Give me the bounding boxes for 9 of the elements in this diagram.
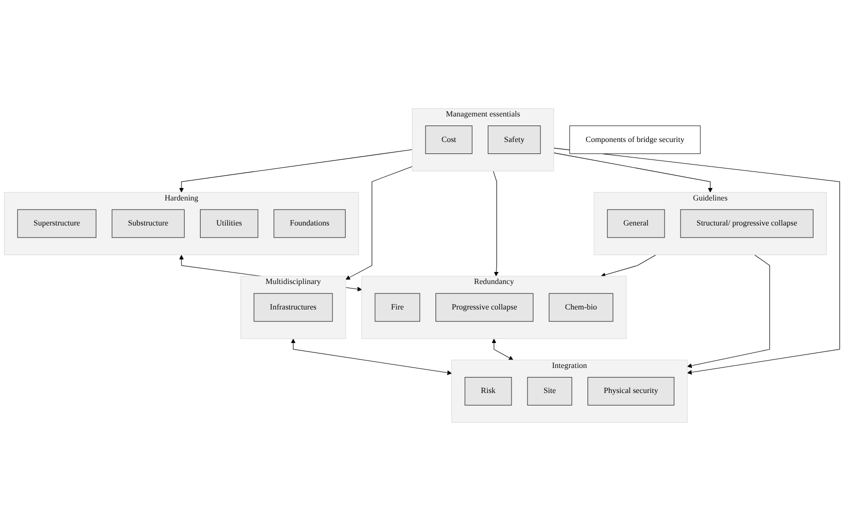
arrow — [346, 166, 412, 280]
arrow — [179, 149, 412, 193]
arrow — [553, 148, 840, 375]
arrow — [687, 254, 770, 368]
arrow — [600, 254, 656, 278]
arrow — [492, 170, 499, 276]
arrow — [492, 338, 514, 360]
arrow — [290, 338, 452, 376]
arrow — [553, 152, 713, 193]
